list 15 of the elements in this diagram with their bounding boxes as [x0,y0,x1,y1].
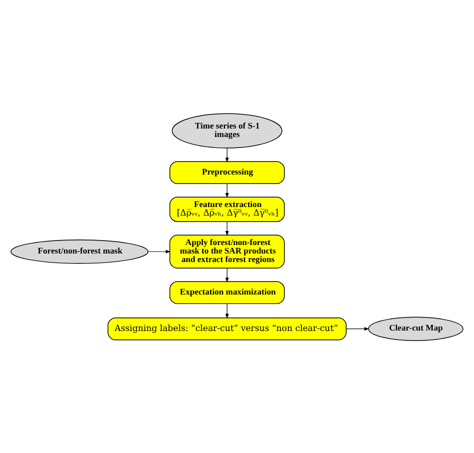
node-ellipse: Time series of S-1 images [172,112,282,148]
node-box: Preprocessing [169,160,285,184]
node-box: Expectation maximization [169,280,285,304]
arrow [225,182,229,198]
node-box: Apply forest/non-forest mask to the SAR products and extract forest regions [169,234,285,268]
node-box: Assigning labels: “clear-cut” versus “non clear-cut” [108,316,347,340]
node-ellipse: Clear-cut Map [368,316,464,340]
node-box: Feature extraction [Δρ̅ᵥᵥ, Δρ̅ᵥₕ, Δγ̅⁰ᵥᵥ, Δγ̅⁰ᵥₕ] [169,196,285,222]
arrow [225,220,229,236]
arrow [148,249,171,253]
arrow [225,302,229,318]
arrow [346,326,370,330]
arrow [225,147,229,162]
arrow [225,267,229,282]
node-ellipse: Forest/non-forest mask [10,239,148,264]
